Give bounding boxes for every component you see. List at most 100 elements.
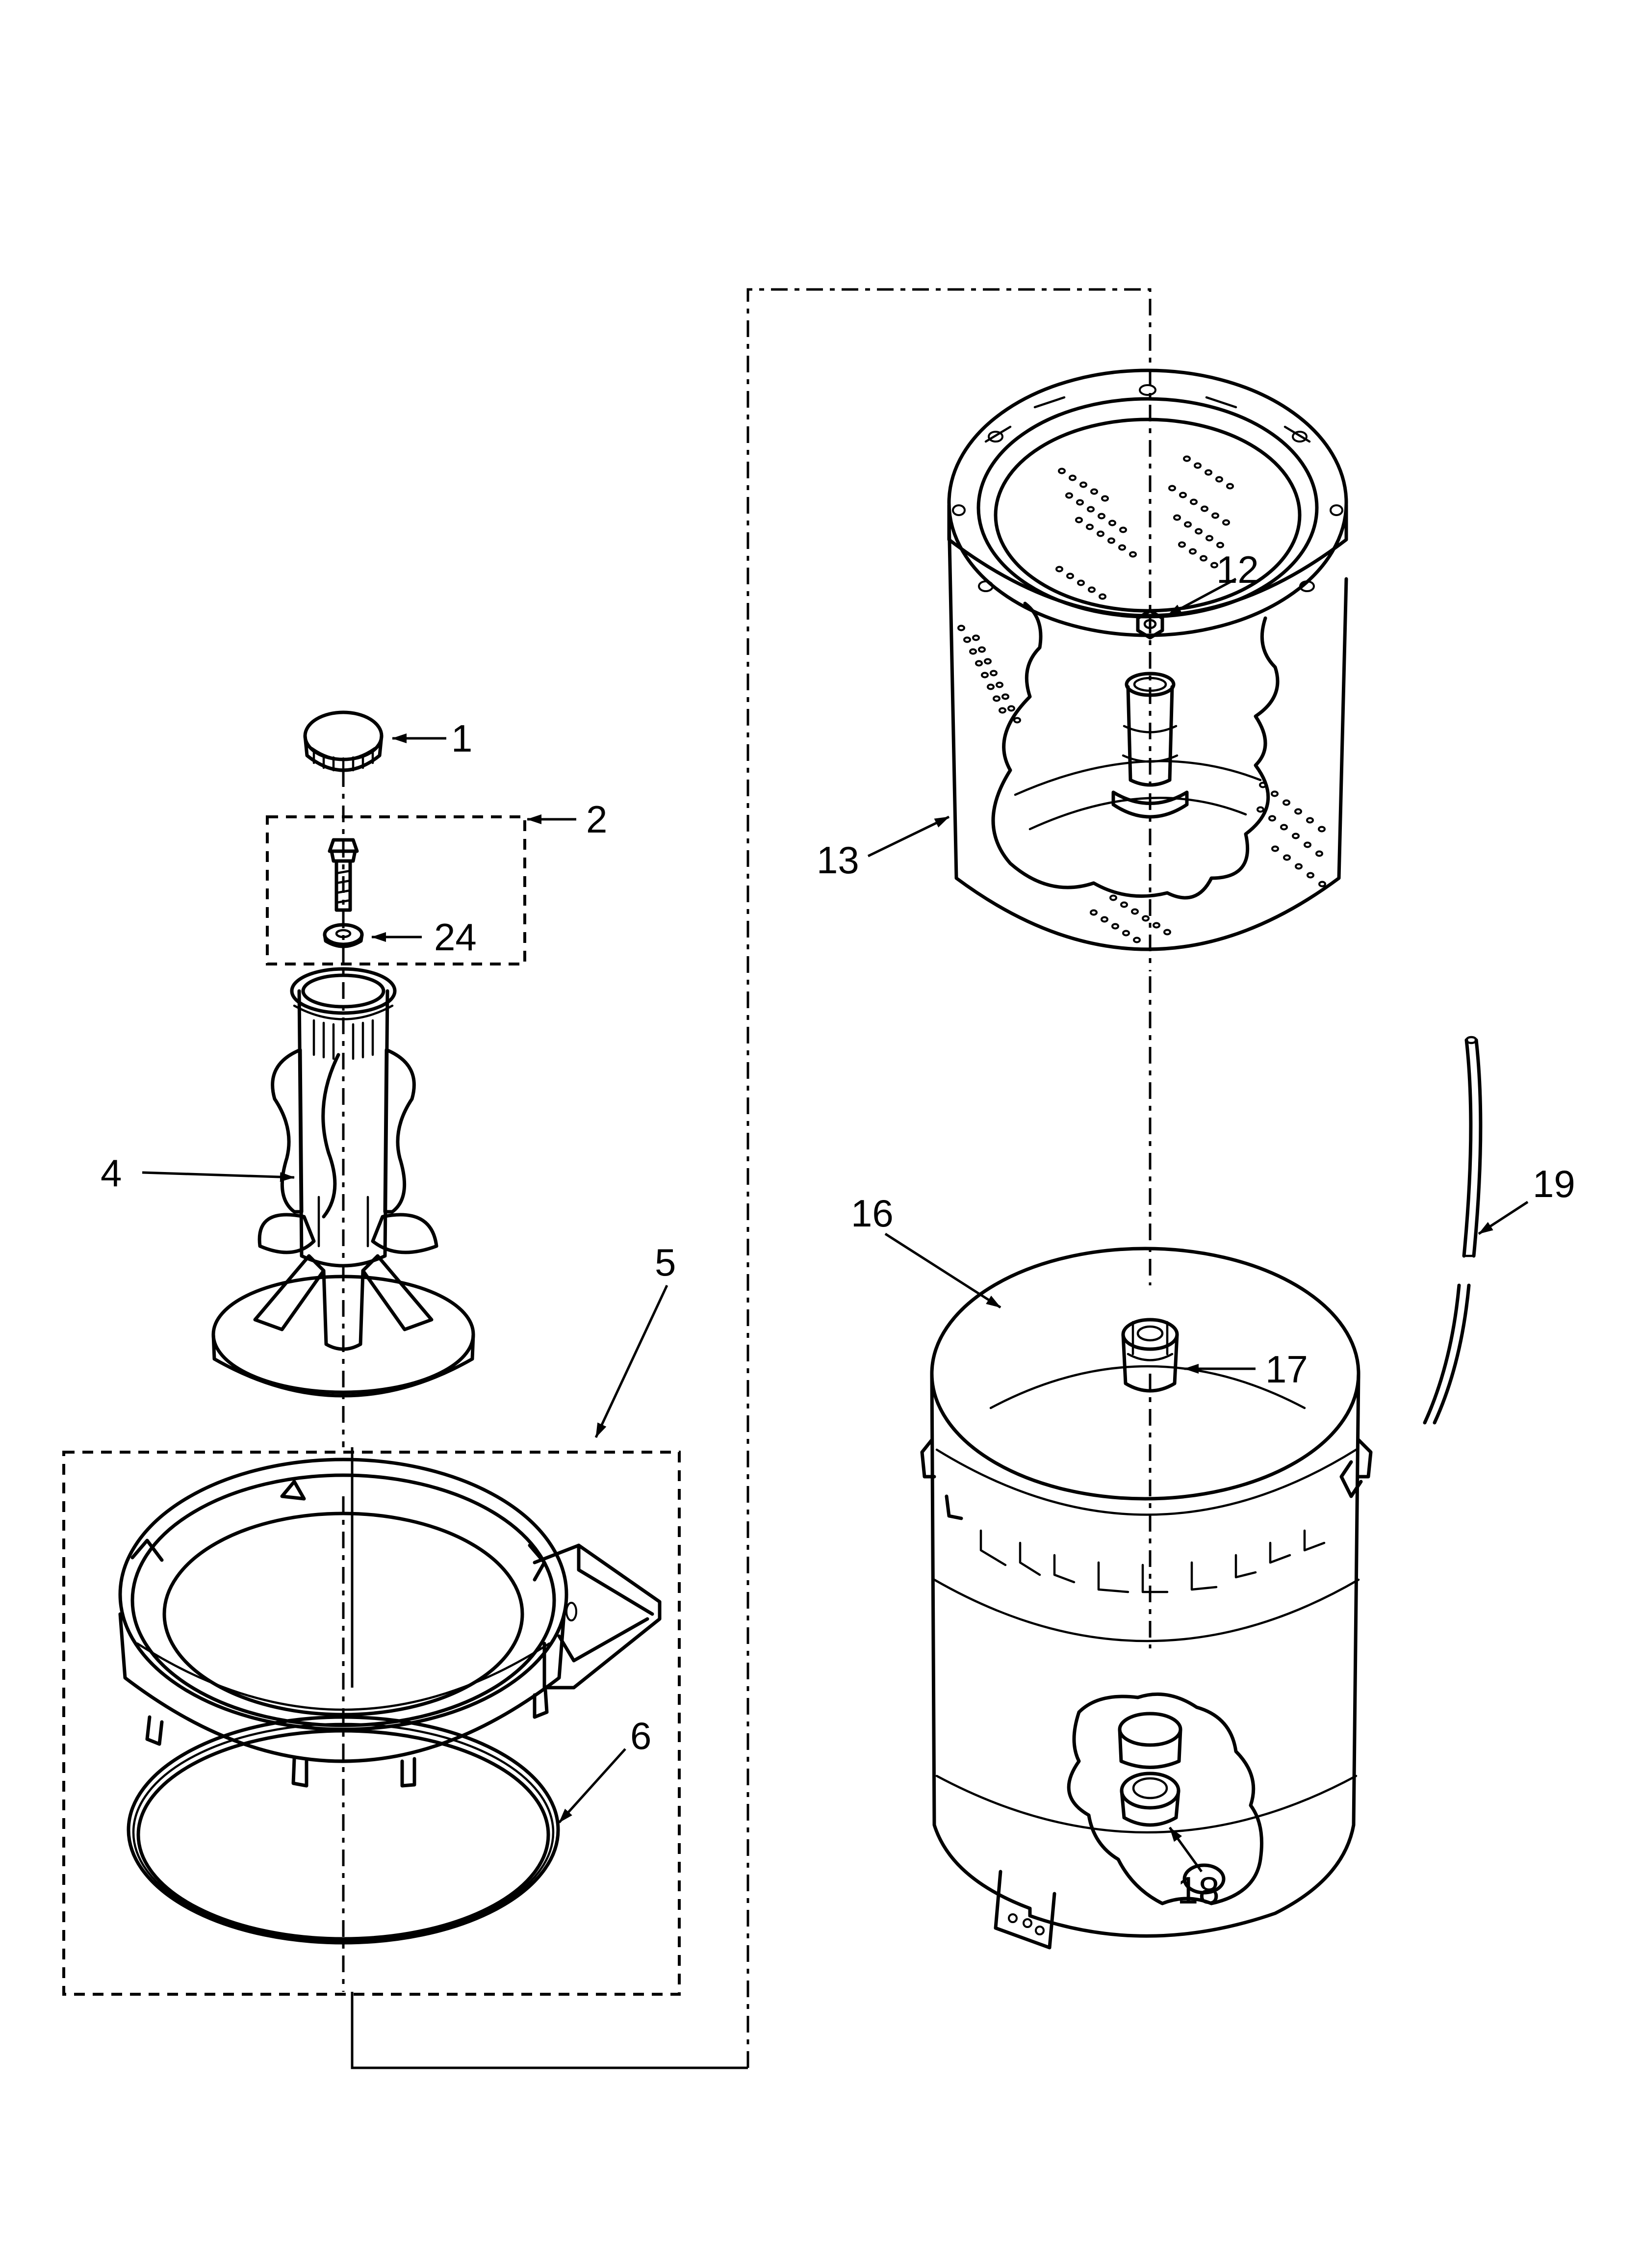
tub-ring-part — [118, 1458, 662, 1788]
perforation-hole — [999, 707, 1006, 714]
perforation-hole — [1206, 535, 1213, 542]
callout-4: 4 — [101, 1151, 122, 1195]
perforation-hole — [1122, 930, 1130, 937]
bolt-part — [328, 838, 359, 912]
callout-13: 13 — [817, 838, 859, 882]
perforation-hole — [972, 634, 980, 641]
perforation-hole — [984, 658, 992, 665]
perforation-hole — [963, 636, 971, 643]
perforation-hole — [1153, 922, 1160, 929]
callout-2: 2 — [586, 798, 607, 841]
perforation-hole — [1131, 908, 1139, 915]
perforation-hole — [1099, 593, 1106, 600]
perforation-hole — [1179, 492, 1187, 498]
perforation-hole — [1066, 573, 1074, 579]
callout-5: 5 — [655, 1241, 676, 1284]
perforation-hole — [1007, 705, 1015, 712]
perforation-hole — [1222, 519, 1230, 526]
perforation-hole — [978, 646, 986, 653]
cap-part — [303, 710, 384, 773]
perforation-hole — [1201, 505, 1208, 512]
callout-19: 19 — [1533, 1162, 1575, 1205]
perforation-hole — [1215, 476, 1223, 483]
perforation-hole — [1111, 923, 1119, 930]
callout-1: 1 — [451, 717, 472, 760]
perforation-hole — [1101, 916, 1108, 923]
perforation-hole — [1168, 485, 1176, 492]
perforation-hole — [981, 672, 989, 678]
perforation-hole — [987, 683, 995, 690]
perforation-hole — [1183, 455, 1191, 462]
tub-ring-kit-box — [62, 1451, 681, 1996]
perforation-hole — [1315, 850, 1323, 857]
perforation-hole — [1280, 824, 1288, 831]
callout-12: 12 — [1216, 548, 1259, 591]
perforation-hole — [1190, 498, 1198, 505]
perforation-hole — [1226, 483, 1234, 490]
perforation-hole — [1133, 937, 1141, 943]
perforation-hole — [1268, 815, 1276, 822]
perforation-hole — [1292, 833, 1300, 839]
perforation-hole — [1216, 542, 1224, 548]
perforation-hole — [1295, 863, 1303, 870]
perforation-hole — [1088, 586, 1096, 593]
perforation-hole — [1307, 872, 1314, 879]
callout-17: 17 — [1265, 1348, 1308, 1391]
callout-labels: 1 2 24 4 5 6 12 13 16 17 18 19 — [101, 548, 1575, 1912]
perforation-hole — [1108, 520, 1116, 526]
perforation-hole — [1055, 566, 1063, 573]
perforation-hole — [975, 660, 983, 667]
perforation-hole — [1173, 514, 1181, 521]
perforation-hole — [1178, 541, 1186, 548]
perforation-hole — [1086, 523, 1094, 530]
perforation-hole — [1304, 841, 1311, 848]
perforation-hole — [1271, 790, 1279, 797]
perforation-hole — [1210, 562, 1218, 569]
seal-ring-part — [127, 1715, 560, 1945]
perforation-hole — [1058, 468, 1066, 474]
perforation-hole — [1283, 799, 1290, 806]
perforation-hole — [1090, 488, 1098, 495]
callout-leaders — [142, 577, 1529, 1873]
perforation-hole — [1257, 806, 1264, 813]
perforation-hole — [1077, 579, 1085, 586]
callout-18: 18 — [1177, 1869, 1220, 1912]
perforation-hole — [1118, 544, 1126, 551]
perforation-hole — [1205, 469, 1212, 476]
perforation-hole — [1283, 854, 1291, 861]
perforation-hole — [1318, 826, 1326, 833]
perforation-hole — [1109, 894, 1117, 901]
hose-part — [1423, 1036, 1483, 1425]
perforation-hole — [1163, 929, 1171, 936]
perforation-hole — [1129, 551, 1137, 558]
callout-6: 6 — [630, 1714, 651, 1757]
perforation-hole — [1306, 817, 1314, 824]
callout-24: 24 — [434, 915, 477, 959]
bolt-kit-box — [266, 815, 526, 965]
perforation-hole — [1184, 521, 1192, 528]
perforation-hole — [1075, 517, 1083, 523]
perforation-hole — [1189, 548, 1197, 555]
perforation-hole — [1107, 537, 1115, 544]
perforation-hole — [1076, 499, 1084, 506]
outer-tub-part — [920, 1247, 1373, 1950]
perforation-hole — [1271, 845, 1279, 852]
perforation-hole — [1200, 555, 1207, 562]
callout-16: 16 — [851, 1192, 894, 1235]
assembly-lines — [342, 288, 1152, 2069]
perforation-hole — [1090, 909, 1098, 916]
perforation-hole — [1079, 481, 1087, 488]
perforation-hole — [1195, 528, 1203, 535]
perforation-hole — [957, 625, 965, 631]
agitator-part — [211, 967, 475, 1398]
perforation-hole — [1119, 526, 1127, 533]
perforation-hole — [969, 648, 977, 655]
washer-part — [323, 923, 364, 948]
perforation-hole — [1001, 693, 1009, 700]
perforation-hole — [1098, 513, 1105, 520]
perforation-hole — [1211, 512, 1219, 519]
perforation-hole — [996, 681, 1003, 688]
perforation-hole — [1069, 474, 1077, 481]
perforation-hole — [1097, 530, 1104, 537]
